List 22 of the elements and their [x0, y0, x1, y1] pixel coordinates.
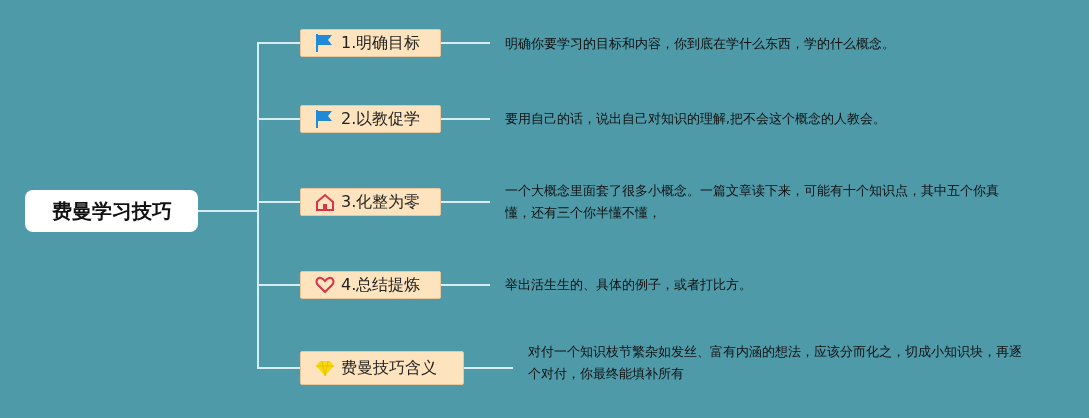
description-text: 要用自己的话，说出自己对知识的理解,把不会这个概念的人教会。: [490, 108, 1030, 130]
description-text: 明确你要学习的目标和内容，你到底在学什么东西，学的什么概念。: [490, 33, 1030, 55]
connector-line: [440, 284, 491, 286]
branch-label: 费曼技巧含义: [341, 357, 437, 379]
branch-box: [300, 29, 441, 57]
branch-box: [300, 271, 441, 299]
branch-box: [300, 188, 441, 216]
connector-line: [440, 201, 491, 203]
branch-label: 3.化整为零: [341, 191, 421, 213]
connector-line: [440, 42, 491, 44]
topic-box: 费曼学习技巧: [25, 190, 198, 232]
branch-label: 1.明确目标: [341, 32, 421, 54]
description-text: 对付一个知识枝节繁杂如发丝、富有内涵的想法，应该分而化之，切成小知识块，再逐个对付，你最终能填补所有: [513, 341, 1023, 385]
description-text: 一个大概念里面套了很多小概念。一篇文章读下来，可能有十个知识点，其中五个你真懂，还有三个你半懂不懂，: [490, 180, 1020, 224]
branch-label: 2.以教促学: [341, 108, 421, 130]
branch-box: [300, 105, 441, 133]
description-text: 举出活生生的、具体的例子，或者打比方。: [490, 274, 1030, 296]
connector-line: [197, 210, 301, 369]
branch-box: [300, 351, 464, 385]
connector-line: [440, 118, 491, 120]
branch-label: 4.总结提炼: [341, 274, 421, 296]
connector-line: [463, 367, 514, 369]
